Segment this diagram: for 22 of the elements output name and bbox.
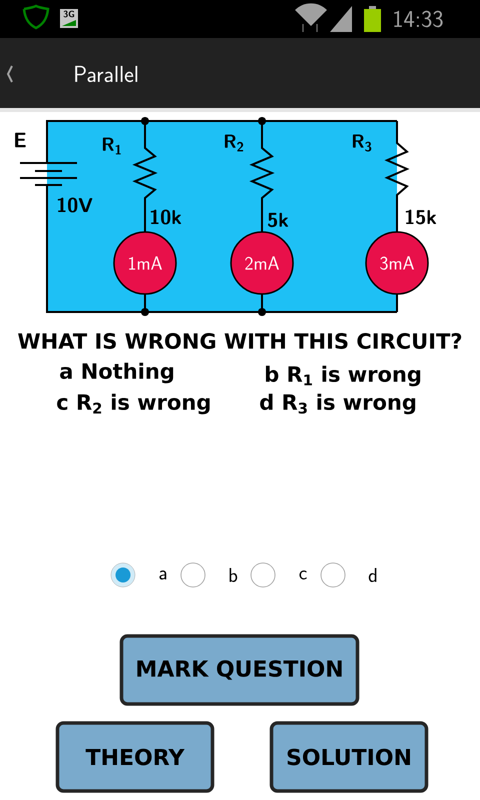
- radio-label: a: [160, 570, 166, 580]
- radio-label: c: [299, 570, 307, 580]
- title: Parallel: [75, 66, 138, 82]
- resistor-label: R$_{2}$: [224, 134, 244, 152]
- button: THEORY: [56, 721, 214, 793]
- question-text: WHAT IS WRONG WITH THIS CIRCUIT?: [18, 333, 462, 349]
- answer-option: b R$_{1}$ is wrong: [266, 366, 420, 386]
- answer-option: c R$_{2}$ is wrong: [57, 394, 210, 414]
- clock: 14:33: [394, 10, 443, 28]
- answer-option: a Nothing: [60, 362, 174, 384]
- network-type: 3G: [64, 10, 74, 18]
- voltage-label: E: [15, 132, 26, 148]
- button: SOLUTION: [270, 721, 428, 793]
- resistance-value: 15k: [406, 210, 436, 224]
- radio-label: d: [368, 568, 376, 582]
- resistance-value: 10k: [150, 210, 182, 224]
- voltage-value: 10V: [58, 198, 92, 212]
- answer-option: d R$_{3}$ is wrong: [260, 394, 416, 414]
- radio-label: b: [230, 568, 238, 582]
- resistor-label: R$_{1}$: [102, 138, 121, 154]
- resistor-label: R$_{3}$: [352, 134, 372, 152]
- button: MARK QUESTION: [120, 634, 360, 706]
